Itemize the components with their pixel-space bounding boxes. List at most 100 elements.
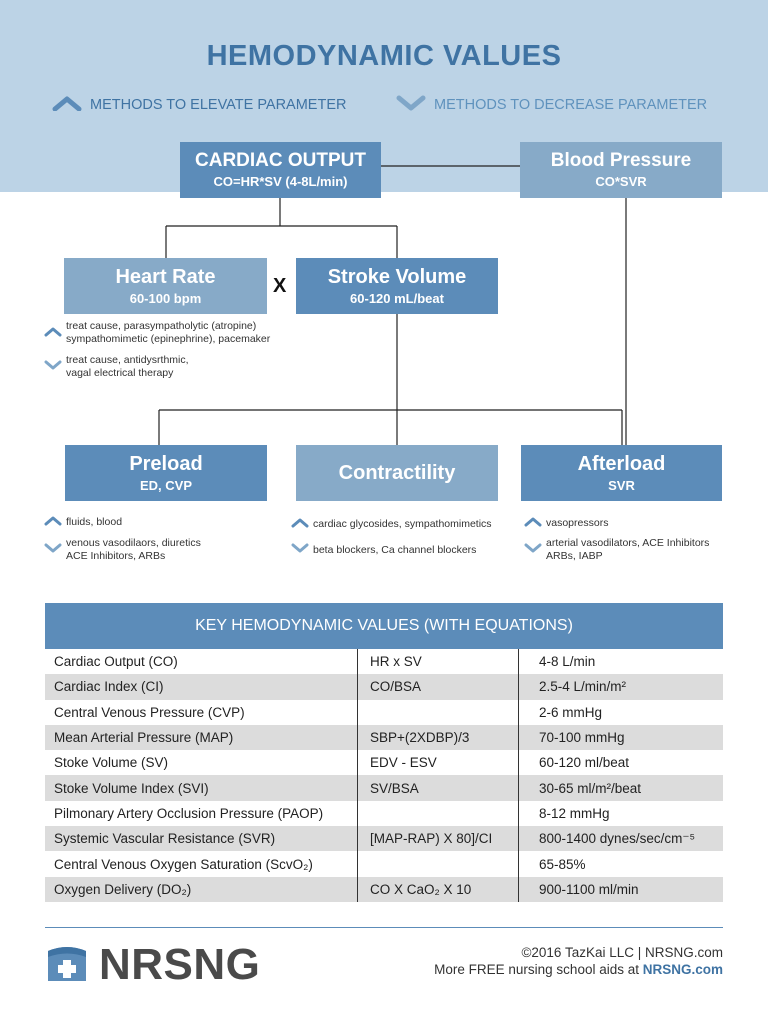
node-afterload: Afterload SVR <box>521 445 722 501</box>
node-preload-sub: ED, CVP <box>139 477 192 493</box>
table-cell-parameter: Oxygen Delivery (DO₂) <box>45 876 358 902</box>
note-text: fluids, blood <box>66 516 123 528</box>
chevron-up-icon <box>52 95 82 115</box>
note-text: arterial vasodilators, ACE Inhibitors <box>546 537 710 549</box>
node-contractility-title: Contractility <box>338 461 456 484</box>
nrsng-logo[interactable]: NRSNG <box>45 940 260 990</box>
node-afterload-title: Afterload <box>577 452 666 475</box>
page-title: HEMODYNAMIC VALUES <box>206 40 562 72</box>
note-text: sympathomimetic (epinephrine), pacemaker <box>66 333 271 345</box>
chevron-down-icon <box>524 543 542 558</box>
node-preload: Preload ED, CVP <box>65 445 267 501</box>
node-blood-pressure-formula: CO*SVR <box>595 174 647 190</box>
legend-elevate: METHODS TO ELEVATE PARAMETER <box>52 94 346 116</box>
node-preload-title: Preload <box>129 452 203 475</box>
note-contractility-elevate: cardiac glycosides, sympathomimetics <box>291 517 492 532</box>
note-contractility-decrease: beta blockers, Ca channel blockers <box>291 543 476 558</box>
aids-line: More FREE nursing school aids at NRSNG.c… <box>434 961 723 978</box>
table-cell-value: 70-100 mmHg <box>539 730 625 746</box>
note-text: venous vasodilaors, diuretics <box>66 537 201 549</box>
table-row: Central Venous Oxygen Saturation (ScvO₂)… <box>45 851 723 877</box>
note-afterload-decrease: arterial vasodilators, ACE Inhibitors AR… <box>524 537 709 563</box>
multiply-sign: X <box>273 275 287 297</box>
note-preload-elevate: fluids, blood <box>44 515 122 530</box>
table-cell-equation: SBP+(2XDBP)/3 <box>358 724 519 751</box>
table-cell-value: 2-6 mmHg <box>539 704 603 720</box>
node-stroke-volume: Stroke Volume 60-120 mL/beat <box>296 258 498 314</box>
table-cell-equation: SV/BSA <box>358 775 519 801</box>
note-text: treat cause, antidysrthmic, <box>66 354 189 366</box>
chevron-down-icon <box>44 543 62 558</box>
legend-decrease-label: METHODS TO DECREASE PARAMETER <box>434 97 708 113</box>
note-text: cardiac glycosides, sympathomimetics <box>313 518 492 530</box>
table-cell-value: 65-85% <box>539 856 586 872</box>
table-cell-parameter: Stoke Volume Index (SVI) <box>45 775 358 801</box>
table-cell-equation: EDV - ESV <box>358 750 519 776</box>
chevron-down-icon <box>44 360 62 375</box>
table-cell-equation: CO/BSA <box>358 674 519 700</box>
table-row: Stoke Volume (SV) EDV - ESV 60-120 ml/be… <box>45 750 723 776</box>
table-row: Pilmonary Artery Occlusion Pressure (PAO… <box>45 800 723 827</box>
table-row: Cardiac Output (CO) HR x SV 4-8 L/min <box>45 649 723 675</box>
hemodynamic-values-table: KEY HEMODYNAMIC VALUES (WITH EQUATIONS) … <box>45 603 723 902</box>
node-stroke-volume-range: 60-120 mL/beat <box>350 290 444 306</box>
table-cell-equation: [MAP-RAP) X 80]/CI <box>358 826 519 852</box>
node-stroke-volume-title: Stroke Volume <box>327 265 467 288</box>
table-cell-value: 800-1400 dynes/sec/cm⁻⁵ <box>539 830 696 846</box>
note-text: ARBs, IABP <box>546 550 603 562</box>
node-blood-pressure: Blood Pressure CO*SVR <box>520 142 722 198</box>
note-text: treat cause, parasympatholytic (atropine… <box>66 320 257 332</box>
nrsng-link[interactable]: NRSNG.com <box>642 962 723 977</box>
nurse-cap-icon <box>45 941 89 990</box>
chevron-up-icon <box>291 517 309 532</box>
table-cell-value: 60-120 ml/beat <box>539 755 630 771</box>
table-row: Stoke Volume Index (SVI) SV/BSA 30-65 ml… <box>45 775 723 801</box>
note-preload-decrease: venous vasodilaors, diuretics ACE Inhibi… <box>44 537 201 563</box>
table-row: Central Venous Pressure (CVP) 2-6 mmHg <box>45 699 723 725</box>
table-cell-value: 30-65 ml/m²/beat <box>539 780 642 796</box>
note-text: vagal electrical therapy <box>66 367 174 379</box>
table-cell-equation <box>358 800 519 827</box>
copyright-text: ©2016 TazKai LLC | NRSNG.com <box>521 945 723 960</box>
table-cell-value: 8-12 mmHg <box>539 805 610 821</box>
chevron-up-icon <box>524 516 542 531</box>
node-heart-rate: Heart Rate 60-100 bpm <box>64 258 267 314</box>
table-cell-equation <box>358 699 519 725</box>
node-heart-rate-title: Heart Rate <box>115 265 216 288</box>
table-cell-parameter: Cardiac Index (CI) <box>45 674 358 700</box>
legend-decrease: METHODS TO DECREASE PARAMETER <box>396 94 707 116</box>
table-cell-parameter: Stoke Volume (SV) <box>45 750 358 776</box>
node-afterload-sub: SVR <box>608 477 635 493</box>
table-heading: KEY HEMODYNAMIC VALUES (WITH EQUATIONS) <box>45 603 723 649</box>
chevron-down-icon <box>396 95 426 115</box>
note-text: ACE Inhibitors, ARBs <box>66 550 166 562</box>
table-cell-parameter: Systemic Vascular Resistance (SVR) <box>45 826 358 852</box>
table-cell-equation <box>358 851 519 877</box>
node-contractility: Contractility <box>296 445 498 501</box>
table-cell-equation: HR x SV <box>358 649 519 675</box>
note-text: beta blockers, Ca channel blockers <box>313 544 477 556</box>
table-cell-parameter: Central Venous Oxygen Saturation (ScvO₂) <box>45 851 358 877</box>
note-text: vasopressors <box>546 517 609 529</box>
node-cardiac-output-formula: CO=HR*SV (4-8L/min) <box>213 174 348 190</box>
note-heart-rate-elevate: treat cause, parasympatholytic (atropine… <box>44 320 270 346</box>
table-row: Systemic Vascular Resistance (SVR) [MAP-… <box>45 826 723 852</box>
table-cell-value: 4-8 L/min <box>539 654 596 670</box>
chevron-down-icon <box>291 543 309 558</box>
table-cell-equation: CO X CaO₂ X 10 <box>358 876 519 902</box>
node-cardiac-output-title: CARDIAC OUTPUT <box>195 150 366 172</box>
table-row: Cardiac Index (CI) CO/BSA 2.5-4 L/min/m² <box>45 674 723 700</box>
table-cell-value: 900-1100 ml/min <box>539 881 639 897</box>
note-heart-rate-decrease: treat cause, antidysrthmic, vagal electr… <box>44 354 189 380</box>
table-row: Oxygen Delivery (DO₂) CO X CaO₂ X 10 900… <box>45 876 723 902</box>
chevron-up-icon <box>44 326 62 341</box>
footer-divider <box>45 927 723 928</box>
node-cardiac-output: CARDIAC OUTPUT CO=HR*SV (4-8L/min) <box>180 142 381 198</box>
table-cell-parameter: Pilmonary Artery Occlusion Pressure (PAO… <box>45 800 358 827</box>
legend-elevate-label: METHODS TO ELEVATE PARAMETER <box>90 97 347 113</box>
table-cell-parameter: Mean Arterial Pressure (MAP) <box>45 724 358 751</box>
node-heart-rate-range: 60-100 bpm <box>129 290 202 306</box>
footer-credits: ©2016 TazKai LLC | NRSNG.com More FREE n… <box>434 944 723 978</box>
table-cell-parameter: Cardiac Output (CO) <box>45 649 358 675</box>
table-cell-parameter: Central Venous Pressure (CVP) <box>45 699 358 725</box>
